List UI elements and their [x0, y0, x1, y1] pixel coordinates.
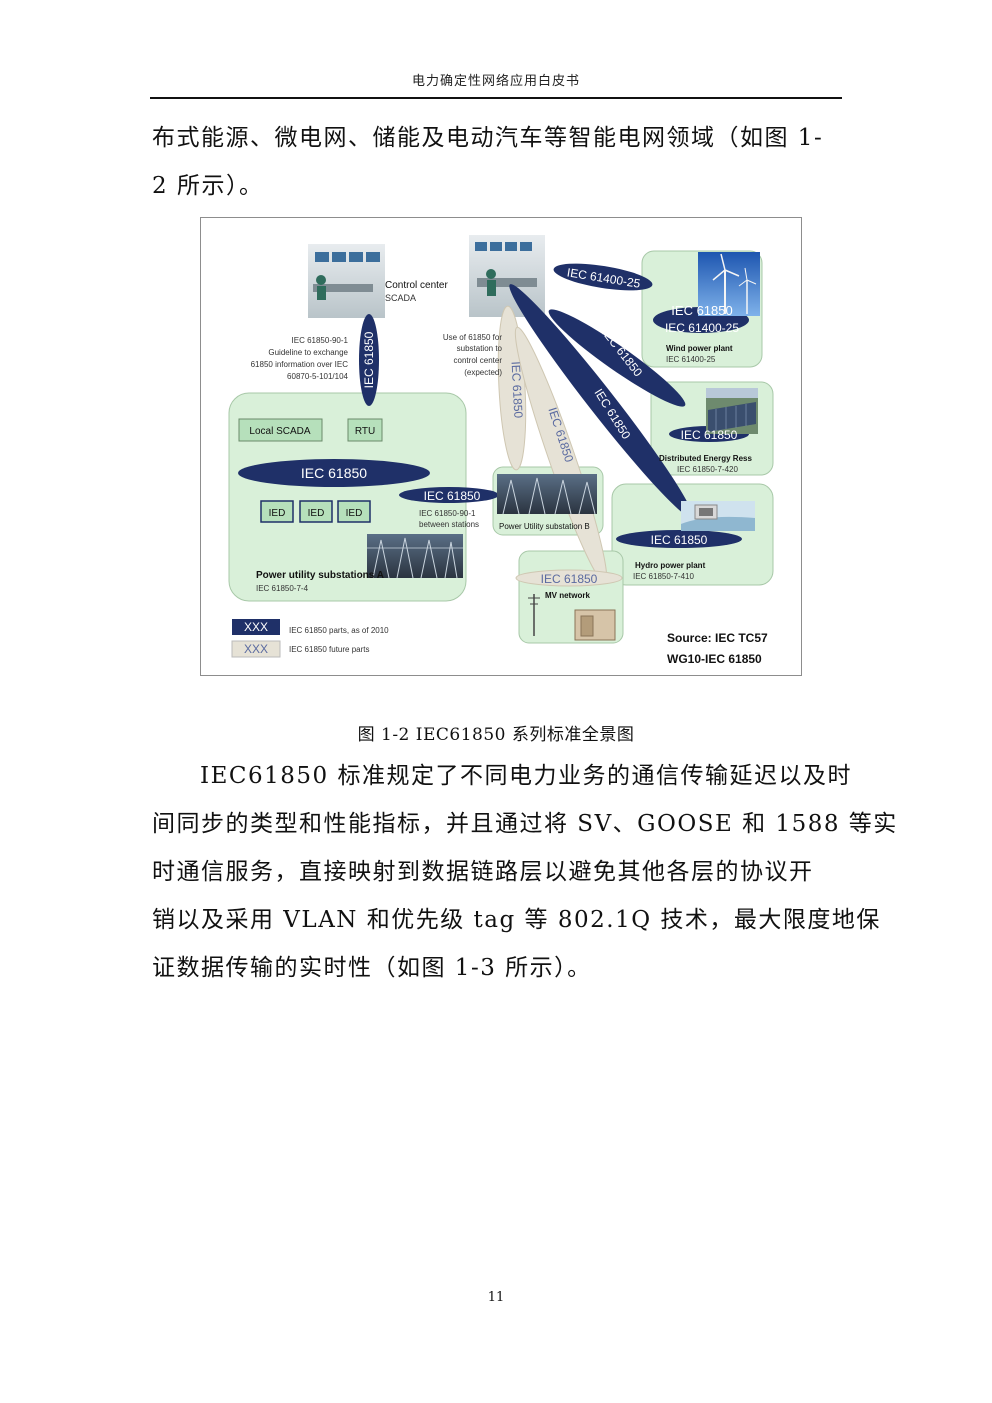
- paragraph-line: 2 所示）。: [152, 173, 264, 199]
- link-label: IEC 61850: [509, 361, 526, 419]
- wind-plant-title: Wind power plant: [666, 344, 733, 353]
- rtu-label: RTU: [355, 426, 375, 437]
- paragraph-line: 时通信服务，直接映射到数据链路层以避免其他各层的协议开: [152, 859, 814, 885]
- guideline-note: IEC 61850-90-1 Guideline to exchange 618…: [251, 336, 349, 381]
- mv-network-photo: [528, 594, 616, 641]
- ied-label: IED: [269, 508, 286, 519]
- cc-to-wind-diagonal-link: [548, 309, 686, 407]
- legend-future-text: IEC 61850 future parts: [289, 645, 370, 654]
- paragraph-line: 证数据传输的实时性（如图 1-3 所示）。: [152, 955, 592, 981]
- link-label: IEC 61850: [541, 572, 598, 586]
- wind-label-iec61850: IEC 61850: [671, 303, 732, 318]
- figure-diagram: IEC 61850 IEC 61400-25 IEC 61850 IEC 618…: [228, 235, 774, 666]
- cc-to-substation-a-link: [359, 314, 379, 406]
- der-solar-photo: [706, 388, 758, 434]
- control-center-title: Control center: [385, 280, 448, 291]
- running-header: 电力确定性网络应用白皮书: [411, 74, 580, 89]
- page-number: 11: [487, 1290, 505, 1305]
- control-room-photo-left: [308, 244, 385, 318]
- der-part: IEC 61850-7-420: [677, 465, 738, 474]
- legend-current-swatch: [232, 619, 280, 635]
- substation-b-title: Power Utility substation B: [499, 522, 590, 531]
- iec61400-25-link: [553, 263, 653, 291]
- substation-a-part: IEC 61850-7-4: [256, 584, 309, 593]
- ied-label: IED: [346, 508, 363, 519]
- substation-bus-ellipse: [238, 459, 430, 487]
- between-stations-note: between stations: [419, 520, 479, 529]
- legend-current-box-text: XXX: [244, 620, 268, 634]
- substation-a-photo: [367, 534, 463, 579]
- note-line: 60870-5-101/104: [287, 372, 348, 381]
- between-stations-note: IEC 61850-90-1: [419, 509, 476, 518]
- ied-box: [337, 500, 371, 523]
- iec61850-overview-figure: IEC 61850 IEC 61400-25 IEC 61850 IEC 618…: [200, 217, 802, 676]
- substation-a-title: Power utility substations A: [256, 570, 384, 581]
- source-line: WG10-IEC 61850: [667, 652, 762, 666]
- der-title: Distributed Energy Ress: [659, 454, 752, 463]
- ied-box: [260, 500, 294, 523]
- note-line: 61850 information over IEC: [251, 360, 349, 369]
- note-line: IEC 61850-90-1: [292, 336, 349, 345]
- paragraph-line: 销以及采用 VLAN 和优先级 tag 等 802.1Q 技术，最大限度地保: [152, 907, 881, 933]
- between-stations-link: [399, 487, 499, 503]
- use-of-61850-note: Use of 61850 for substation to control c…: [443, 333, 503, 377]
- paragraph-1: 布式能源、微电网、储能及电动汽车等智能电网领域（如图 1- 2 所示）。: [152, 114, 842, 210]
- local-scada-label: Local SCADA: [249, 426, 310, 437]
- note-line: substation to: [457, 344, 503, 353]
- hydro-iec61850-ellipse: [616, 530, 742, 548]
- local-scada-box: [238, 418, 323, 442]
- mv-iec61850-ellipse: [515, 569, 623, 587]
- wind-label-iec61400: IEC 61400-25: [665, 321, 739, 335]
- paragraph-line: 布式能源、微电网、储能及电动汽车等智能电网领域（如图 1-: [152, 125, 824, 151]
- hydro-part: IEC 61850-7-410: [633, 572, 694, 581]
- paragraph-line: IEC61850 标准规定了不同电力业务的通信传输延迟以及时: [200, 763, 852, 789]
- legend-future-box-text: XXX: [244, 642, 268, 656]
- rtu-box: [347, 418, 383, 442]
- paragraph-line: 间同步的类型和性能指标，并且通过将 SV、GOOSE 和 1588 等实: [152, 811, 898, 837]
- der-label-iec61850: IEC 61850: [681, 428, 738, 442]
- wind-turbine-photo: [698, 252, 760, 316]
- ied-label: IED: [308, 508, 325, 519]
- paragraph-2: IEC61850 标准规定了不同电力业务的通信传输延迟以及时 间同步的类型和性能…: [152, 752, 898, 992]
- note-line: control center: [454, 356, 503, 365]
- hydro-title: Hydro power plant: [635, 561, 706, 570]
- substation-b-photo: [497, 474, 597, 515]
- control-center-subtitle: SCADA: [385, 293, 416, 303]
- hydro-plant-photo: [681, 501, 755, 531]
- mv-title: MV network: [545, 591, 590, 600]
- figure-caption: 图 1-2 IEC61850 系列标准全景图: [357, 725, 635, 745]
- note-line: (expected): [464, 368, 502, 377]
- link-label: IEC 61850: [362, 331, 376, 388]
- link-label: IEC 61850: [651, 533, 708, 547]
- link-label: IEC 61850: [301, 465, 367, 481]
- note-line: Use of 61850 for: [443, 333, 502, 342]
- note-line: Guideline to exchange: [268, 348, 348, 357]
- wind-plant-part: IEC 61400-25: [666, 355, 716, 364]
- legend-current-text: IEC 61850 parts, as of 2010: [289, 626, 389, 635]
- cc-to-hydro-diagonal-link: [509, 284, 693, 518]
- ied-box: [299, 500, 333, 523]
- source-line: Source: IEC TC57: [667, 631, 768, 645]
- header-rule: [150, 97, 842, 99]
- legend-future-swatch: [231, 640, 281, 658]
- link-label: IEC 61850: [424, 489, 481, 503]
